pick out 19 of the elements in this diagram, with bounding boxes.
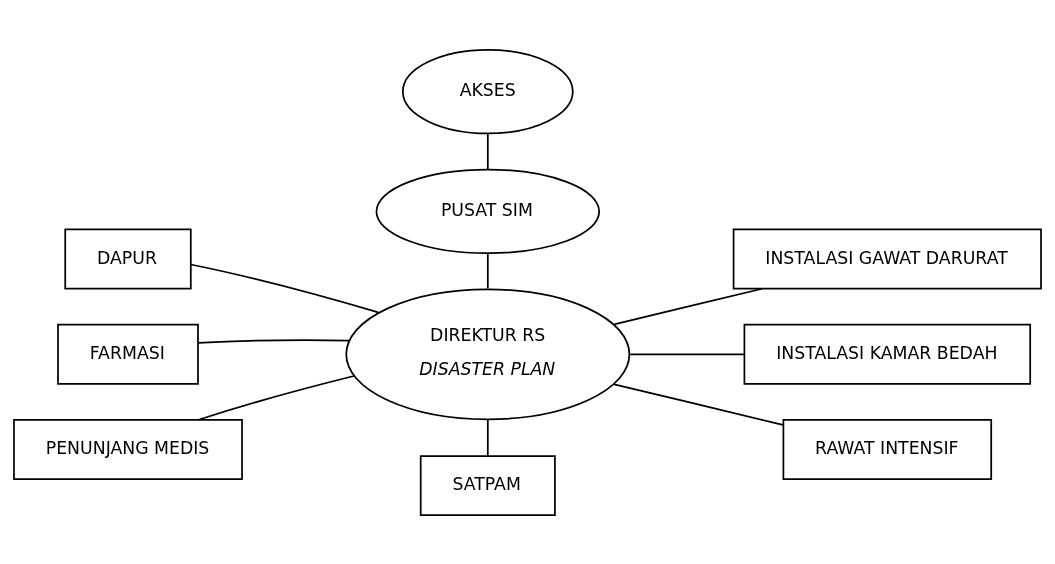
node-box: INSTALASI KAMAR BEDAH: [743, 323, 1032, 385]
connector: [197, 338, 350, 344]
node-box: PENUNJANG MEDIS: [13, 418, 243, 480]
connector: [486, 252, 489, 289]
connector: [197, 374, 355, 421]
connector: [613, 382, 784, 426]
node-ellipse: DIREKTUR RS DISASTER PLAN: [345, 287, 631, 420]
connector: [486, 132, 489, 170]
node-ellipse: AKSES: [401, 48, 574, 134]
node-box: RAWAT INTENSIF: [782, 418, 993, 480]
connector: [189, 263, 380, 313]
node-box: DAPUR: [64, 228, 192, 289]
node-box: SATPAM: [419, 454, 556, 516]
connector: [486, 418, 489, 457]
node-box: INSTALASI GAWAT DARURAT: [732, 228, 1042, 289]
node-box: FARMASI: [57, 323, 199, 385]
connector: [629, 352, 745, 355]
node-ellipse: PUSAT SIM: [375, 168, 601, 254]
connector: [613, 287, 764, 325]
